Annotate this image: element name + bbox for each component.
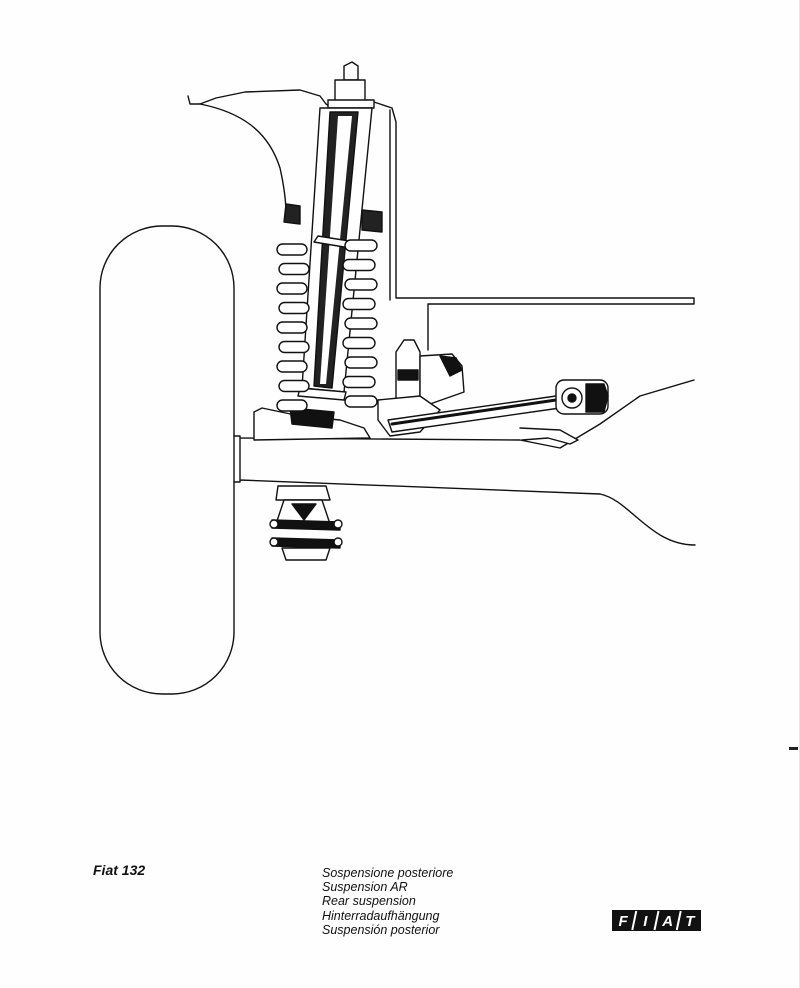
- body-inner-arch: [199, 103, 287, 215]
- spring-coil-right: [342, 375, 376, 389]
- body-wheel-arch: [187, 89, 333, 109]
- logo-letter: T: [685, 913, 696, 930]
- logo-separator: [653, 910, 660, 931]
- spring-coil-left: [278, 379, 310, 393]
- trailing-link: [387, 379, 609, 445]
- spring-coil-left: [276, 399, 308, 412]
- caption-spanish: Suspensión posterior: [322, 922, 440, 937]
- shock-absorber: [297, 61, 375, 401]
- coil-spring: [283, 203, 383, 233]
- logo-letter: I: [643, 913, 648, 930]
- spring-coil-left: [276, 321, 308, 334]
- spring-coil-left: [278, 301, 310, 315]
- spring-coil-right: [344, 278, 378, 291]
- spring-coil-right: [342, 336, 376, 350]
- logo-separator: [631, 910, 638, 931]
- spring-coil-right: [342, 258, 376, 272]
- lower-bump-stop: [269, 485, 343, 561]
- spring-coil-left: [278, 340, 310, 354]
- spring-coil-left: [276, 243, 308, 256]
- spring-coil-right: [342, 297, 376, 311]
- spring-coil-right: [344, 395, 378, 408]
- body-side-panel: [367, 99, 695, 351]
- spring-coil-right: [344, 239, 378, 252]
- logo-letter: A: [661, 913, 673, 930]
- caption-english: Rear suspension: [322, 894, 416, 909]
- model-label: Fiat 132: [93, 862, 146, 878]
- spring-coil-right: [344, 356, 378, 369]
- caption-german: Hinterradaufhängung: [322, 908, 440, 923]
- caption-block: Sospensione posteriore Suspension AR Rea…: [322, 866, 453, 937]
- spring-coil-right: [344, 317, 378, 330]
- edge-mark: [789, 747, 798, 750]
- caption-french: Suspension AR: [322, 880, 408, 895]
- logo-letter: F: [619, 913, 629, 930]
- wheel-tyre: [99, 225, 235, 695]
- caption-italian: Sospensione posteriore: [322, 866, 454, 880]
- spring-coil-left: [276, 282, 308, 295]
- spring-coil-left: [278, 262, 310, 276]
- spring-coil-left: [276, 360, 308, 373]
- axle-housing: [233, 379, 696, 546]
- logo-separator: [675, 910, 682, 931]
